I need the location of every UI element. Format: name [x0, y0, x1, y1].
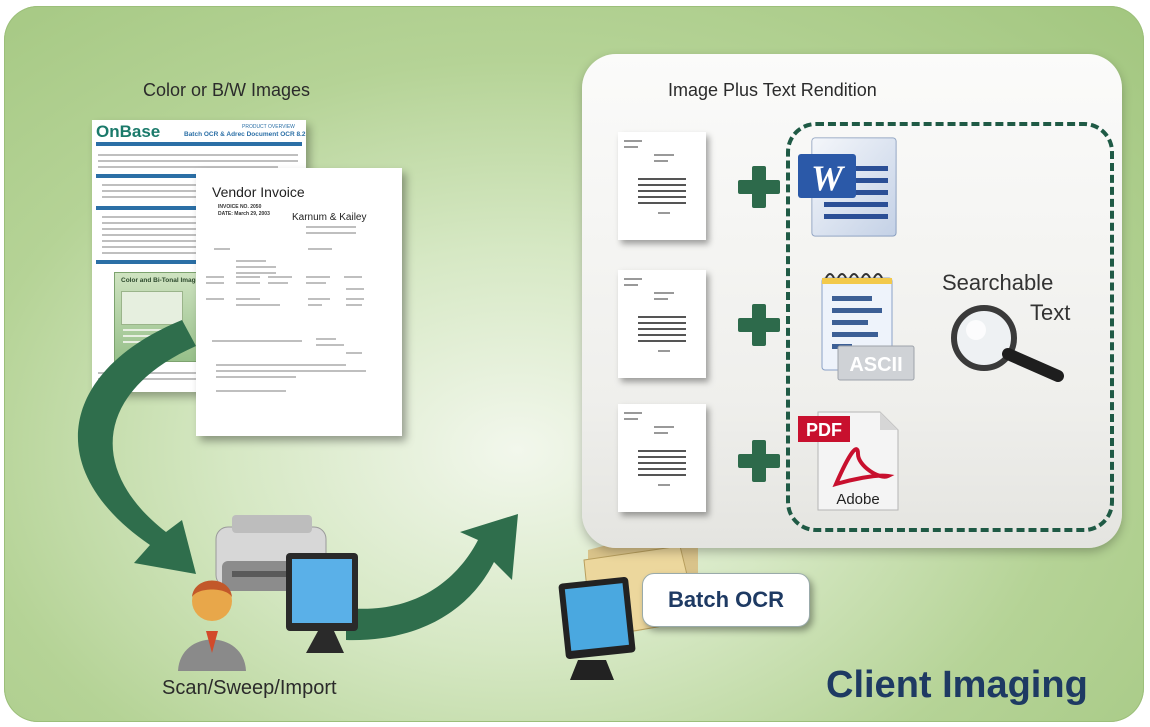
ascii-label: ASCII: [849, 354, 902, 376]
invoice-title: Vendor Invoice: [212, 184, 305, 200]
searchable-label-line1: Searchable: [942, 270, 1054, 295]
ascii-text-file-icon: ASCII: [821, 273, 915, 381]
pdf-label: PDF: [806, 420, 842, 440]
invoice-number: INVOICE NO. 2050: [218, 204, 262, 210]
inner-box-title: Color and Bi-Tonal Images: [121, 277, 203, 284]
rendition-page-1: [618, 132, 706, 240]
magnifying-glass-icon: [951, 305, 1064, 382]
client-imaging-title: Client Imaging: [826, 664, 1088, 706]
plus-icon: [738, 440, 780, 482]
vendor-invoice-document: Vendor Invoice INVOICE NO. 2050 DATE: Ma…: [196, 168, 402, 436]
source-images-label: Color or B/W Images: [143, 80, 311, 100]
header-rule: [96, 142, 302, 146]
onbase-logo-text: OnBase: [96, 122, 161, 141]
pdf-adobe-icon: PDF Adobe: [798, 411, 899, 511]
onbase-header-small: PRODUCT OVERVIEW: [242, 124, 295, 130]
word-letter: W: [811, 158, 846, 198]
plus-icon: [738, 166, 780, 208]
batch-ocr-button[interactable]: Batch OCR: [642, 573, 810, 627]
rendition-label: Image Plus Text Rendition: [668, 80, 877, 100]
invoice-vendor: Karnum & Kailey: [292, 212, 367, 223]
scanner-workstation-icon: [178, 515, 358, 671]
plus-icon: [738, 304, 780, 346]
rendition-page-3: [618, 404, 706, 512]
text-renditions-dashed-group: [786, 122, 1114, 532]
invoice-date: DATE: March 29, 2003: [218, 211, 270, 217]
searchable-label-line2: Text: [1030, 300, 1071, 325]
word-document-icon: W: [798, 137, 897, 237]
up-arrow: [346, 514, 518, 641]
down-arrow: [77, 320, 196, 574]
rendition-page-2: [618, 270, 706, 378]
scan-sweep-import-label: Scan/Sweep/Import: [162, 677, 337, 699]
onbase-header-title: Batch OCR & Adrec Document OCR 8.2: [184, 131, 306, 138]
adobe-label: Adobe: [836, 491, 879, 508]
